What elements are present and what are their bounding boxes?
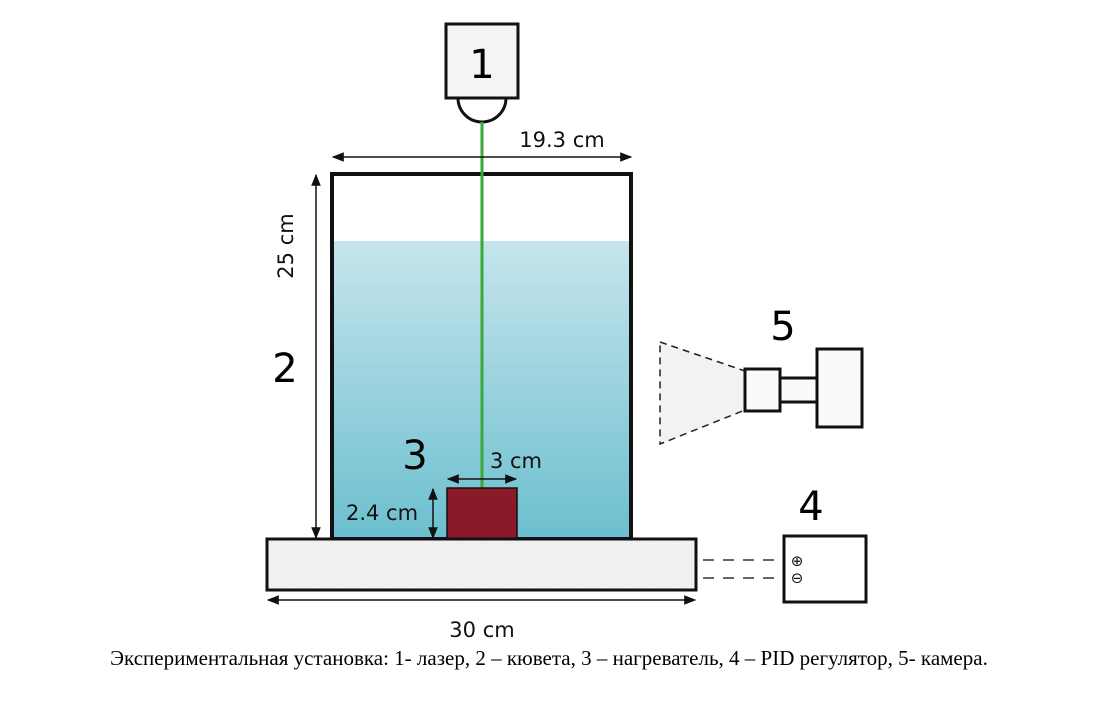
- heater-number: 3: [402, 433, 427, 479]
- camera-number: 5: [770, 304, 795, 350]
- pid-box: [782, 534, 868, 604]
- camera-lens: [743, 367, 782, 413]
- figure-caption: Экспериментальная установка: 1- лазер, 2…: [110, 646, 988, 670]
- camera-barrel: [778, 376, 819, 404]
- cuvette-height-label: 25 cm: [274, 213, 298, 278]
- heater: [446, 487, 518, 540]
- camera: 5: [659, 304, 864, 446]
- base-plate: [265, 537, 698, 592]
- camera-field-of-view: [659, 340, 746, 446]
- base-width-label: 30 cm: [449, 618, 514, 642]
- plus-terminal-icon: ⊕: [791, 552, 804, 570]
- minus-terminal-icon: ⊖: [791, 569, 804, 587]
- cuvette-number: 2: [272, 346, 297, 392]
- laser-lens: [456, 96, 508, 124]
- camera-body: [815, 347, 864, 429]
- laser: 1: [444, 22, 520, 124]
- heater-height-label: 2.4 cm: [346, 501, 418, 525]
- pid-controller: ⊕ ⊖ 4: [703, 484, 868, 604]
- laser-number: 1: [469, 42, 494, 88]
- pid-number: 4: [798, 484, 823, 530]
- cuvette-width-label: 19.3 cm: [519, 128, 604, 152]
- heater-width-label: 3 cm: [490, 449, 542, 473]
